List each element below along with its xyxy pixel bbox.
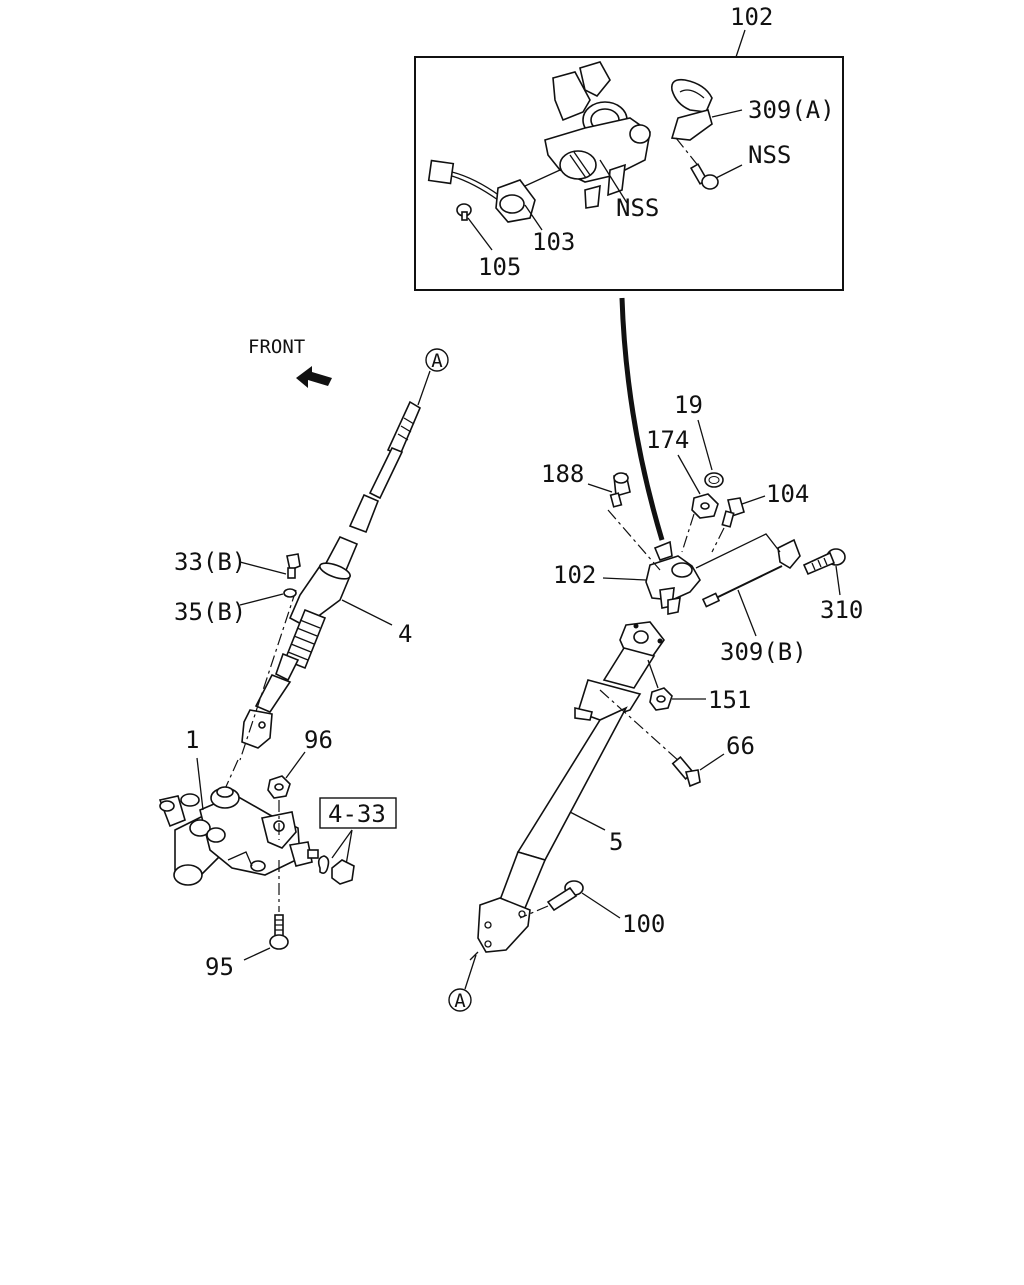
intermediate-shaft: A	[219, 348, 449, 801]
callout-104: 104	[766, 480, 809, 508]
callout-309b: 309(B)	[720, 638, 807, 666]
front-label: FRONT	[248, 336, 305, 358]
ref-marker-a-top	[425, 348, 449, 372]
callout-nss-bolt: NSS	[748, 141, 791, 169]
callout-33b: 33(B)	[174, 548, 246, 576]
bolt-188	[587, 472, 631, 508]
ring-19	[697, 419, 724, 488]
front-arrow-icon	[296, 366, 332, 388]
callout-102: 102	[553, 561, 596, 589]
callout-4: 4	[398, 620, 412, 648]
cable-309b	[695, 533, 801, 637]
svg-text:A: A	[454, 990, 466, 1012]
lock-clamp-309a	[670, 78, 743, 141]
inset-steering-lock: 102	[414, 3, 844, 291]
switch-connector	[427, 159, 561, 231]
steering-gear-box	[158, 757, 319, 886]
nut-151	[647, 659, 706, 711]
bolt-95	[243, 860, 289, 961]
callout-100: 100	[622, 910, 665, 938]
callout-19: 19	[674, 391, 703, 419]
callout-nss-housing: NSS	[616, 194, 659, 222]
callout-1: 1	[185, 726, 199, 754]
lock-body-102	[602, 509, 725, 615]
callout-309a: 309(A)	[748, 96, 835, 124]
callout-310: 310	[820, 596, 863, 624]
inset-assembly-label: 102	[730, 3, 773, 31]
washer-35b	[239, 588, 297, 606]
callout-4-33: 4-33	[328, 800, 386, 828]
inset-frame	[414, 56, 844, 291]
bolt-33b	[239, 553, 301, 579]
lock-housing	[544, 61, 651, 209]
inset-leader	[619, 297, 665, 541]
bolt-100	[519, 880, 621, 919]
nut-174	[677, 454, 719, 519]
svg-text:A: A	[431, 350, 443, 372]
bolt-104	[721, 495, 766, 528]
reference-box-4-33: 4-33	[317, 797, 397, 885]
screw-105	[456, 203, 493, 251]
callout-66: 66	[726, 732, 755, 760]
callout-103: 103	[532, 228, 575, 256]
callout-151: 151	[708, 686, 751, 714]
nut-96	[267, 751, 306, 840]
callout-188: 188	[541, 460, 584, 488]
callout-5: 5	[609, 828, 623, 856]
callout-95: 95	[205, 953, 234, 981]
nss-bolt	[675, 137, 743, 190]
callout-105: 105	[478, 253, 521, 281]
callout-35b: 35(B)	[174, 598, 246, 626]
callout-96: 96	[304, 726, 333, 754]
callout-174: 174	[646, 426, 689, 454]
front-indicator: FRONT	[248, 336, 332, 388]
ref-marker-a-bottom	[448, 988, 472, 1012]
bolt-310	[802, 548, 846, 596]
steering-column: A	[448, 621, 665, 1012]
bolt-66	[599, 689, 725, 788]
